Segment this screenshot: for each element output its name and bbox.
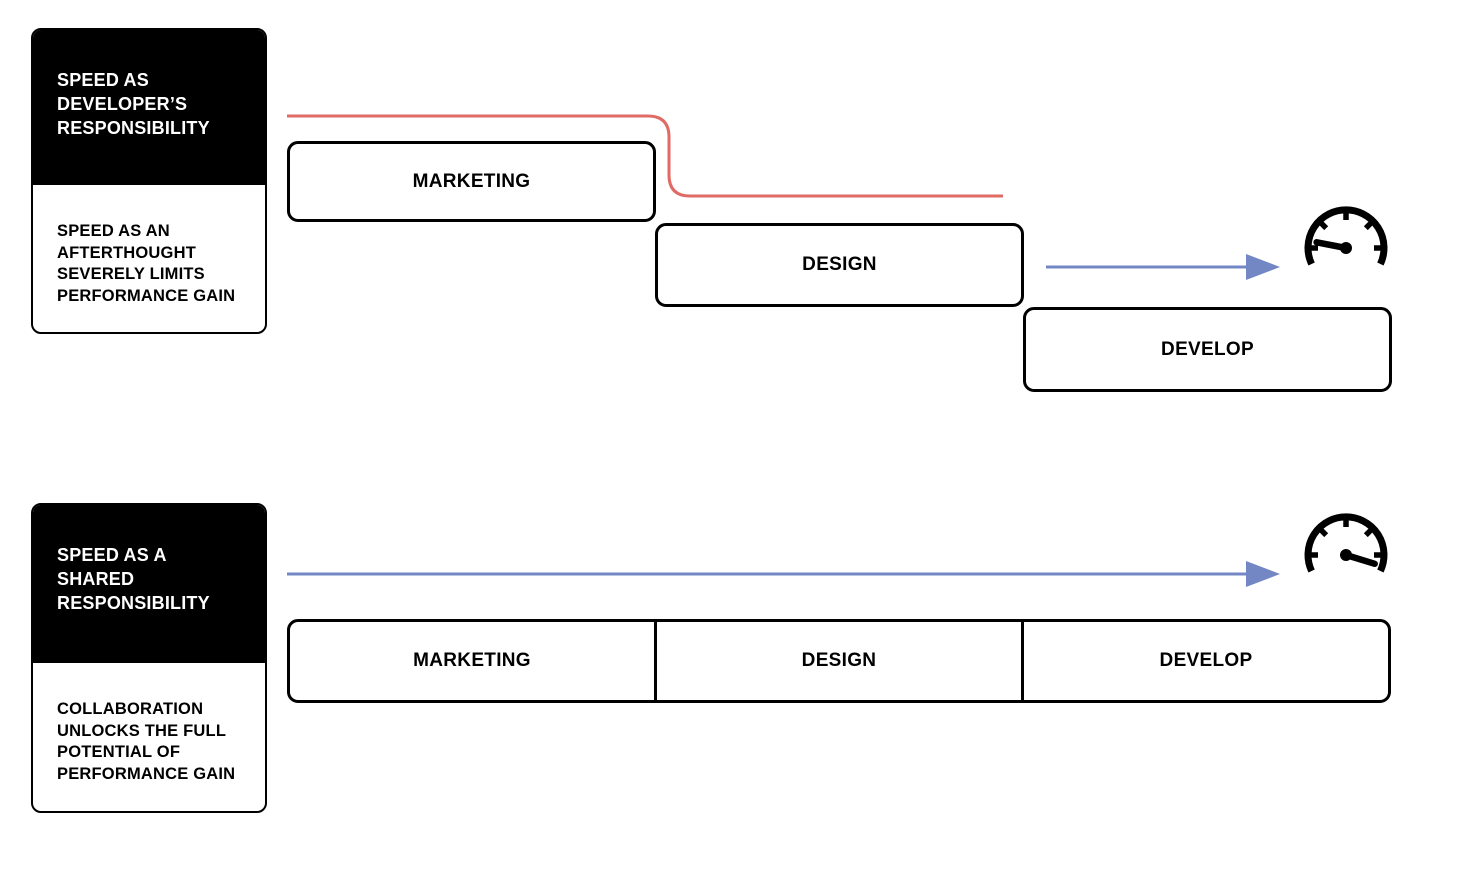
info-card-shared-responsibility: SPEED AS A SHARED RESPONSIBILITY COLLABO… — [31, 503, 267, 813]
stage-cell-design-shared: DESIGN — [654, 622, 1021, 700]
card-title: SPEED AS DEVELOPER’S RESPONSIBILITY — [33, 30, 265, 185]
stage-label: DEVELOP — [1159, 650, 1253, 671]
short-arrow-icon — [1046, 254, 1280, 280]
long-arrow-icon — [287, 561, 1280, 587]
stage-cell-marketing-shared: MARKETING — [290, 622, 654, 700]
speedometer-high-icon — [1304, 513, 1388, 573]
stage-cell-develop-shared: DEVELOP — [1021, 622, 1388, 700]
stage-box-marketing-waterfall: MARKETING — [287, 141, 656, 222]
card-title: SPEED AS A SHARED RESPONSIBILITY — [33, 505, 265, 663]
speedometer-low-icon — [1304, 206, 1388, 266]
card-subtitle: COLLABORATION UNLOCKS THE FULL POTENTIAL… — [57, 700, 236, 783]
shared-stage-row: MARKETING DESIGN DEVELOP — [287, 619, 1391, 703]
info-card-developers-responsibility: SPEED AS DEVELOPER’S RESPONSIBILITY SPEE… — [31, 28, 267, 334]
stage-label: DEVELOP — [1161, 338, 1254, 360]
stage-label: DESIGN — [801, 650, 877, 671]
card-subtitle: SPEED AS AN AFTERTHOUGHT SEVERELY LIMITS… — [57, 222, 236, 305]
handoff-step-line — [287, 114, 1003, 198]
stage-label: DESIGN — [802, 254, 877, 275]
stage-label: MARKETING — [412, 170, 531, 192]
stage-label: MARKETING — [413, 650, 531, 671]
stage-box-design-waterfall: DESIGN — [655, 223, 1024, 307]
stage-box-develop-waterfall: DEVELOP — [1023, 307, 1392, 392]
